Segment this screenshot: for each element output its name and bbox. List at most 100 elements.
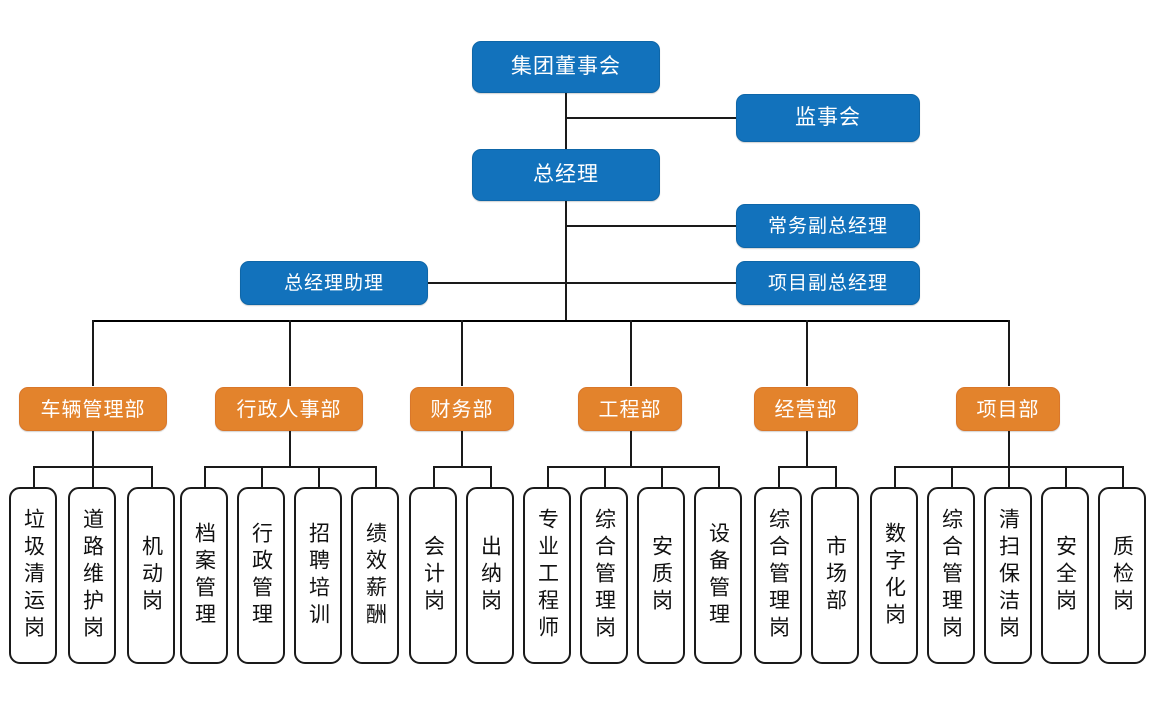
dept-box-engineering[interactable]: 工程部 xyxy=(578,387,682,431)
stub-leaf-15 xyxy=(835,466,837,488)
leaf-box-performance-compensation[interactable]: 绩效薪酬 xyxy=(351,487,399,664)
dept-box-vehicle-management[interactable]: 车辆管理部 xyxy=(19,387,167,431)
stub-leaf-6 xyxy=(318,466,320,488)
leaf-box-safety[interactable]: 安全岗 xyxy=(1041,487,1089,664)
subbus-engineering xyxy=(547,466,718,468)
connector-dept4-drop xyxy=(630,431,632,467)
stub-leaf-13 xyxy=(718,466,720,488)
stub-leaf-19 xyxy=(1065,466,1067,488)
connector-dept2-drop xyxy=(289,431,291,467)
leaf-label: 机动岗 xyxy=(139,535,164,616)
connector-dept6-drop xyxy=(1008,431,1010,467)
node-label: 常务副总经理 xyxy=(767,214,888,237)
leaf-box-proj-general-management[interactable]: 综合管理岗 xyxy=(927,487,975,664)
leaf-label: 综合管理岗 xyxy=(592,508,617,643)
connector-spine-to-gm-assistant xyxy=(428,282,566,284)
leaf-box-road-maintenance[interactable]: 道路维护岗 xyxy=(68,487,116,664)
connector-gm-to-bus xyxy=(565,201,567,322)
node-executive-vice-gm[interactable]: 常务副总经理 xyxy=(736,204,920,248)
leaf-box-waste-transport[interactable]: 垃圾清运岗 xyxy=(9,487,57,664)
stub-leaf-7 xyxy=(375,466,377,488)
connector-bus-to-dept-4 xyxy=(630,320,632,386)
node-supervisory-board[interactable]: 监事会 xyxy=(736,94,920,142)
connector-spine-to-executive-vp xyxy=(565,225,736,227)
dept-box-finance[interactable]: 财务部 xyxy=(410,387,514,431)
leaf-label: 专业工程师 xyxy=(535,508,560,643)
leaf-box-quality-inspection[interactable]: 质检岗 xyxy=(1098,487,1146,664)
leaf-label: 绩效薪酬 xyxy=(363,521,388,630)
node-label: 总经理 xyxy=(533,162,599,187)
leaf-label: 安质岗 xyxy=(649,535,674,616)
stub-leaf-1 xyxy=(33,466,35,488)
leaf-box-digitalization[interactable]: 数字化岗 xyxy=(870,487,918,664)
leaf-label: 清扫保洁岗 xyxy=(996,508,1021,643)
leaf-box-administration[interactable]: 行政管理 xyxy=(237,487,285,664)
dept-label: 工程部 xyxy=(598,397,662,421)
leaf-label: 档案管理 xyxy=(192,521,217,630)
connector-bus-to-dept-1 xyxy=(92,320,94,386)
stub-leaf-3 xyxy=(151,466,153,488)
leaf-box-cleaning-sanitation[interactable]: 清扫保洁岗 xyxy=(984,487,1032,664)
stub-leaf-14 xyxy=(778,466,780,488)
connector-dept1-drop xyxy=(92,431,94,467)
dept-box-operations[interactable]: 经营部 xyxy=(754,387,858,431)
dept-box-admin-hr[interactable]: 行政人事部 xyxy=(215,387,363,431)
stub-leaf-2 xyxy=(92,466,94,488)
stub-leaf-9 xyxy=(490,466,492,488)
leaf-label: 垃圾清运岗 xyxy=(21,508,46,643)
stub-leaf-18 xyxy=(1008,466,1010,488)
leaf-box-accounting[interactable]: 会计岗 xyxy=(409,487,457,664)
stub-leaf-17 xyxy=(951,466,953,488)
leaf-label: 出纳岗 xyxy=(478,535,503,616)
leaf-box-equipment-management[interactable]: 设备管理 xyxy=(694,487,742,664)
connector-spine-to-supervisory xyxy=(565,117,736,119)
leaf-box-records-management[interactable]: 档案管理 xyxy=(180,487,228,664)
stub-leaf-10 xyxy=(547,466,549,488)
dept-box-project[interactable]: 项目部 xyxy=(956,387,1060,431)
leaf-box-recruitment-training[interactable]: 招聘培训 xyxy=(294,487,342,664)
dept-label: 经营部 xyxy=(774,397,838,421)
node-board-of-directors[interactable]: 集团董事会 xyxy=(472,41,660,93)
stub-leaf-20 xyxy=(1122,466,1124,488)
node-label: 总经理助理 xyxy=(283,271,384,294)
connector-bus-to-dept-5 xyxy=(806,320,808,386)
node-label: 项目副总经理 xyxy=(767,271,888,294)
dept-label: 财务部 xyxy=(430,397,494,421)
stub-leaf-4 xyxy=(204,466,206,488)
leaf-box-mobile-duty[interactable]: 机动岗 xyxy=(127,487,175,664)
node-label: 监事会 xyxy=(795,105,861,130)
node-project-vice-gm[interactable]: 项目副总经理 xyxy=(736,261,920,305)
node-label: 集团董事会 xyxy=(511,54,621,79)
connector-dept5-drop xyxy=(806,431,808,467)
connector-dept3-drop xyxy=(461,431,463,467)
connector-bus-to-dept-2 xyxy=(289,320,291,386)
leaf-label: 道路维护岗 xyxy=(80,508,105,643)
leaf-box-professional-engineer[interactable]: 专业工程师 xyxy=(523,487,571,664)
leaf-label: 综合管理岗 xyxy=(939,508,964,643)
connector-bus-to-dept-6 xyxy=(1008,320,1010,386)
leaf-box-safety-quality[interactable]: 安质岗 xyxy=(637,487,685,664)
node-gm-assistant[interactable]: 总经理助理 xyxy=(240,261,428,305)
leaf-label: 安全岗 xyxy=(1053,535,1078,616)
subbus-admin-hr xyxy=(204,466,375,468)
dept-label: 项目部 xyxy=(976,397,1040,421)
stub-leaf-8 xyxy=(433,466,435,488)
connector-board-to-gm xyxy=(565,93,567,149)
leaf-label: 招聘培训 xyxy=(306,521,331,630)
stub-leaf-11 xyxy=(604,466,606,488)
department-bus-line xyxy=(92,320,1009,322)
node-general-manager[interactable]: 总经理 xyxy=(472,149,660,201)
stub-leaf-5 xyxy=(261,466,263,488)
stub-leaf-16 xyxy=(894,466,896,488)
leaf-label: 综合管理岗 xyxy=(766,508,791,643)
leaf-label: 质检岗 xyxy=(1110,535,1135,616)
leaf-box-marketing[interactable]: 市场部 xyxy=(811,487,859,664)
stub-leaf-12 xyxy=(661,466,663,488)
leaf-box-cashier[interactable]: 出纳岗 xyxy=(466,487,514,664)
leaf-box-ops-general-management[interactable]: 综合管理岗 xyxy=(754,487,802,664)
connector-spine-to-project-vp xyxy=(565,282,736,284)
leaf-label: 市场部 xyxy=(823,535,848,616)
leaf-box-eng-general-management[interactable]: 综合管理岗 xyxy=(580,487,628,664)
leaf-label: 行政管理 xyxy=(249,521,274,630)
